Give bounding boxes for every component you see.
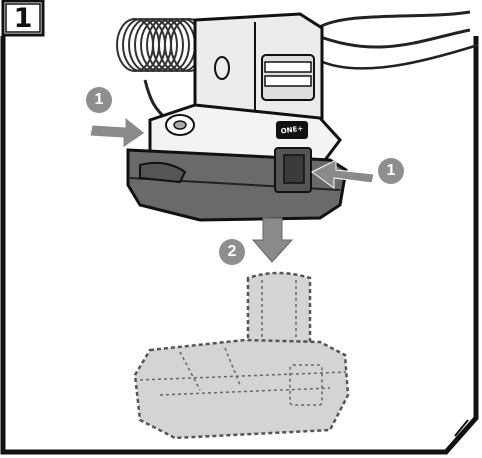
callout-badge: 1 [378, 158, 404, 184]
slide-down-arrow-icon [253, 218, 292, 262]
battery-mount [128, 148, 346, 220]
callout-badge: 1 [86, 87, 112, 113]
panel-frame-top [42, 4, 476, 12]
step-number: 1 [5, 2, 41, 34]
tool-body [150, 14, 340, 160]
battery-pack [135, 273, 348, 438]
press-arrow-icon [90, 117, 145, 148]
power-cord [315, 12, 470, 47]
callout-badge: 2 [219, 239, 245, 265]
